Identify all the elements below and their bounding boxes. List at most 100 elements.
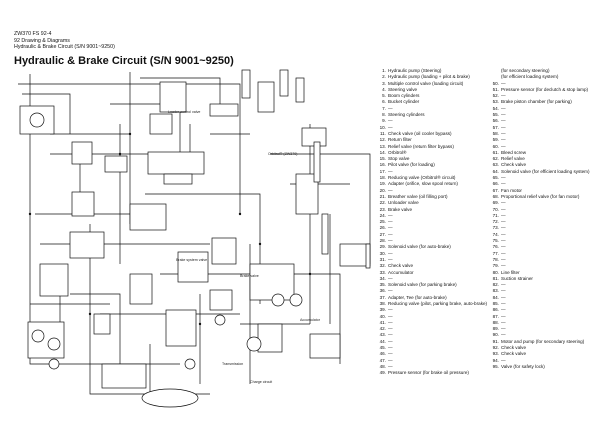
legend-item-number: 1. [382,68,386,73]
legend-item: 3.Multiple control valve (loading circui… [376,81,488,87]
legend-item: 88.— [489,320,597,326]
document-header: ZW370 FS 92-4 92 Drawing & Diagrams Hydr… [14,31,115,51]
legend-item: 35.Solenoid valve (for parking brake) [376,282,488,288]
legend-item: 25.— [376,219,488,225]
legend-item-label: Bucket cylinder [388,99,420,105]
legend-item-number: 18. [379,175,386,181]
legend-item-label: — [388,238,393,244]
legend-item-label: Solenoid valve (for efficient loading sy… [501,168,590,174]
legend-item-number: 62. [492,156,499,162]
legend-item-label: — [388,225,393,231]
legend-item-label: — [501,300,506,306]
page-title: Hydraulic & Brake Circuit (S/N 9001~9250… [14,55,234,67]
legend-item-label: — [501,212,506,218]
legend-item: 86.— [489,307,597,313]
legend-item-number: 22. [379,200,386,206]
legend-item-number: 54. [492,105,499,111]
legend-item-number: 66. [492,181,499,187]
legend-item-label: — [501,219,506,225]
legend-item-number: 29. [379,244,386,250]
legend-item-label: — [388,212,393,218]
legend-item-number: 68. [492,193,499,199]
legend-item-label: Check valve [501,162,527,168]
legend-item-number: 27. [379,231,386,237]
legend-item: 27.— [376,232,488,238]
legend-item-number: 19. [379,181,386,187]
legend-item: 94.— [489,358,597,364]
legend-item-label: — [388,313,393,319]
legend-item-number: 16. [379,162,386,168]
legend-item: 33.Accumulator [376,270,488,276]
legend-item-number: 17. [379,168,386,174]
legend-item-number: 83. [492,288,499,294]
legend-item-number: 10. [379,124,386,130]
legend-item-label: — [501,332,506,338]
legend-item: 16.Pilot valve (for loading) [376,162,488,168]
legend-item-label: — [501,225,506,231]
header-subtitle: Hydraulic & Brake Circuit (S/N 9001~9250… [14,44,115,51]
diagram-note-orbitrol: Orbitrol® (ZW370) [268,152,298,156]
legend-item-label: — [501,93,506,99]
legend-item-number: 23. [379,206,386,212]
legend-item-label: Pressure sensor (for declutch & stop lam… [501,86,589,92]
legend-item: 73.— [489,225,597,231]
legend-item-number: 92. [492,345,499,351]
legend-item-label: Brake piston chamber (for parking) [501,99,572,105]
legend-item-number: 39. [379,307,386,313]
legend-item-label: Solenoid valve (for auto-brake) [388,244,451,250]
diagram-note-charge: Charge circuit [250,380,273,384]
legend-item-label: — [501,80,506,86]
legend-item-number: 14. [379,149,386,155]
legend-item-label: Bleed screw [501,149,527,155]
legend-item-label: — [501,181,506,187]
legend-item-number: 93. [492,351,499,357]
legend-item: 69.— [489,200,597,206]
legend-item-label: Pressure sensor (for brake oil pressure) [388,370,469,376]
legend-item-number: 94. [492,357,499,363]
legend-item: 42.— [376,326,488,332]
legend-item: 20.— [376,188,488,194]
legend-item-number: 7. [382,105,386,111]
legend-item-number: 77. [492,250,499,256]
legend-item-label: Relief valve [501,156,525,162]
legend-item: 85.— [489,301,597,307]
legend-item-label: — [388,357,393,363]
legend-item: 10.— [376,125,488,131]
legend-item: 50.— [489,81,597,87]
legend-item-number: 88. [492,319,499,325]
legend-item: 66.— [489,181,597,187]
legend-item: 41.— [376,320,488,326]
legend-item: 87.— [489,314,597,320]
legend-item-label: — [388,338,393,344]
legend-item: 51.Pressure sensor (for declutch & stop … [489,87,597,93]
legend-item-label: (for secondary steering) [501,68,550,73]
legend-item-number: 52. [492,93,499,99]
legend-item: 75.— [489,238,597,244]
legend-item: 26.— [376,225,488,231]
legend-item: 19.Adapter (orifice, slow spool return) [376,181,488,187]
legend-item-number: 70. [492,206,499,212]
legend-item: 93.Check valve [489,351,597,357]
legend-item-label: — [388,345,393,351]
legend-item-label: Boom cylinders [388,93,420,99]
legend-item: 59.— [489,137,597,143]
legend-item: 8.Steering cylinders [376,112,488,118]
legend-item-number: 36. [379,288,386,294]
legend-item-number: 46. [379,351,386,357]
legend-item: 29.Solenoid valve (for auto-brake) [376,244,488,250]
legend-item: 48.— [376,364,488,370]
legend-item: 52.— [489,93,597,99]
legend-item: (for efficient loading system) [489,74,597,80]
legend-item-number: 60. [492,143,499,149]
legend-item-label: Breather valve (oil filling port) [388,193,448,199]
legend-item-number: 95. [492,363,499,369]
legend-item-number: 51. [492,86,499,92]
legend-item-label: — [501,244,506,250]
legend-item: 6.Bucket cylinder [376,99,488,105]
legend-item-number: 57. [492,124,499,130]
legend-item-number: 20. [379,187,386,193]
legend-item: 4.Steering valve [376,87,488,93]
legend-item: 7.— [376,106,488,112]
legend-item-number: 31. [379,256,386,262]
legend-item-label: — [388,219,393,225]
